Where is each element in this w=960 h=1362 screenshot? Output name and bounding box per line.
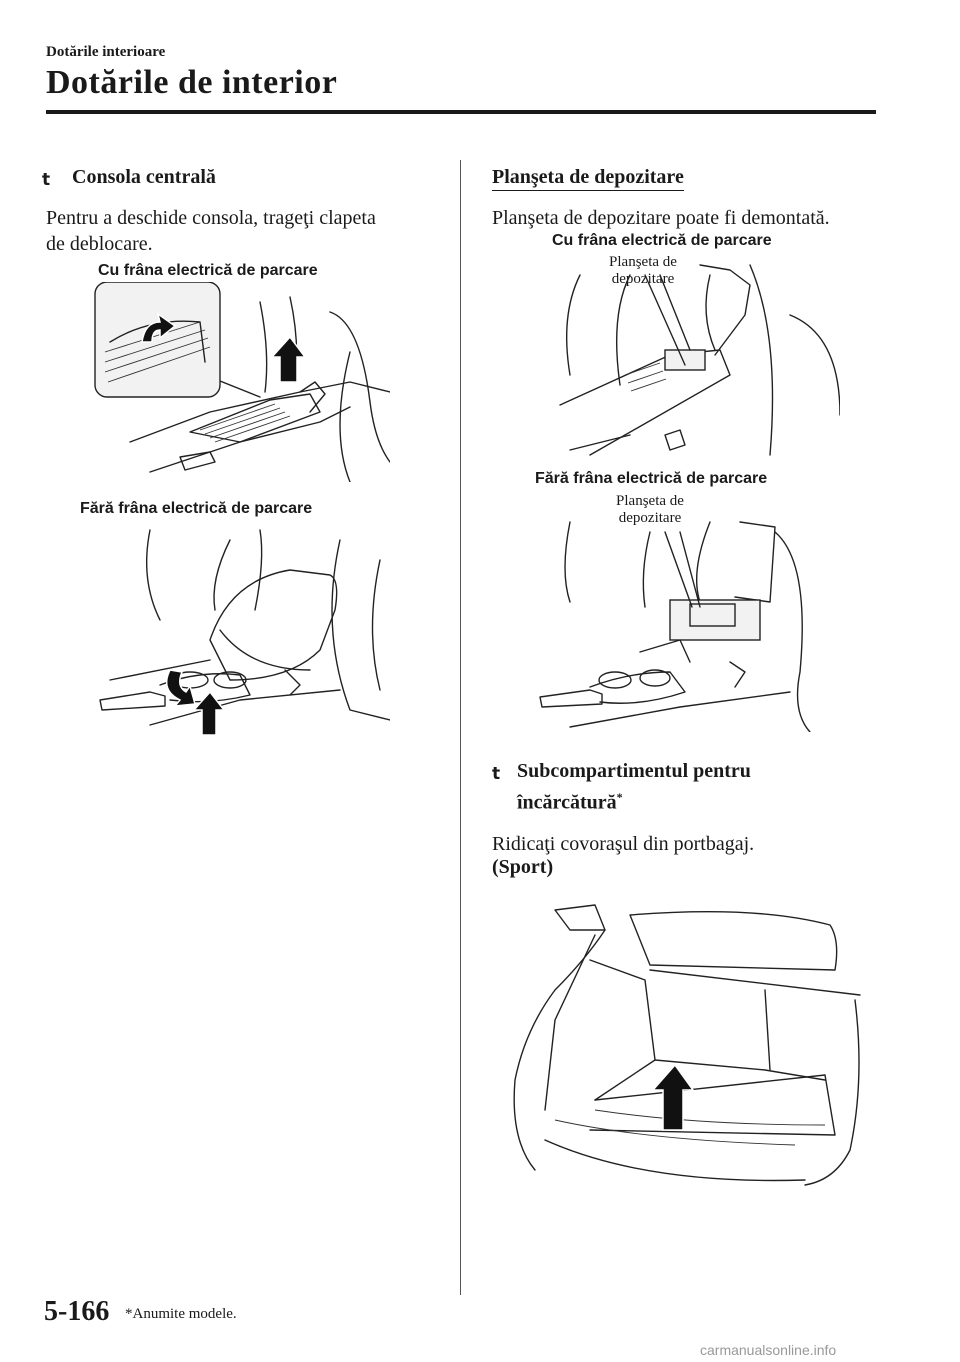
body-tray-removable: Planşeta de depozitare poate fi demontat… — [492, 207, 830, 229]
body-text-line1: Pentru a deschide consola, trageţi clape… — [46, 207, 376, 229]
page-title: Dotările de interior — [46, 64, 338, 101]
illustration-tray-handbrake — [539, 521, 811, 732]
heading-cargo-sub: Subcompartimentul pentru — [517, 760, 751, 782]
label-tray-1: Planşeta de depozitare — [609, 254, 677, 287]
illustration-tray-epb — [559, 264, 840, 456]
illustration-console-epb — [94, 282, 390, 482]
caption-tray-without-epb: Fără frâna electrică de parcare — [535, 470, 768, 487]
watermark: carmanualsonline.info — [700, 1342, 837, 1358]
column-divider — [460, 160, 461, 1295]
illustration-trunk — [513, 904, 861, 1186]
bullet-icon: t — [492, 764, 501, 784]
caption-without-epb: Fără frâna electrică de parcare — [80, 500, 313, 517]
bullet-icon: t — [42, 170, 51, 190]
page-number: 5-166 — [44, 1296, 110, 1327]
heading-storage-tray: Planşeta de depozitare — [492, 166, 684, 191]
caption-tray-with-epb: Cu frâna electrică de parcare — [552, 232, 772, 249]
caption-with-epb: Cu frâna electrică de parcare — [98, 262, 318, 279]
footnote: *Anumite modele. — [125, 1306, 237, 1322]
model-label: (Sport) — [492, 856, 554, 878]
header-rule — [46, 110, 876, 114]
heading-cargo-sub-line2: încărcătură* — [517, 790, 623, 814]
section-label: Dotările interioare — [46, 44, 166, 60]
body-text-line2: de deblocare. — [46, 233, 153, 255]
heading-center-console: Consola centrală — [72, 166, 216, 188]
illustration-console-handbrake — [99, 529, 390, 736]
label-tray-2: Planşeta de depozitare — [616, 493, 684, 526]
body-lift-mat: Ridicaţi covoraşul din portbagaj. — [492, 833, 755, 855]
